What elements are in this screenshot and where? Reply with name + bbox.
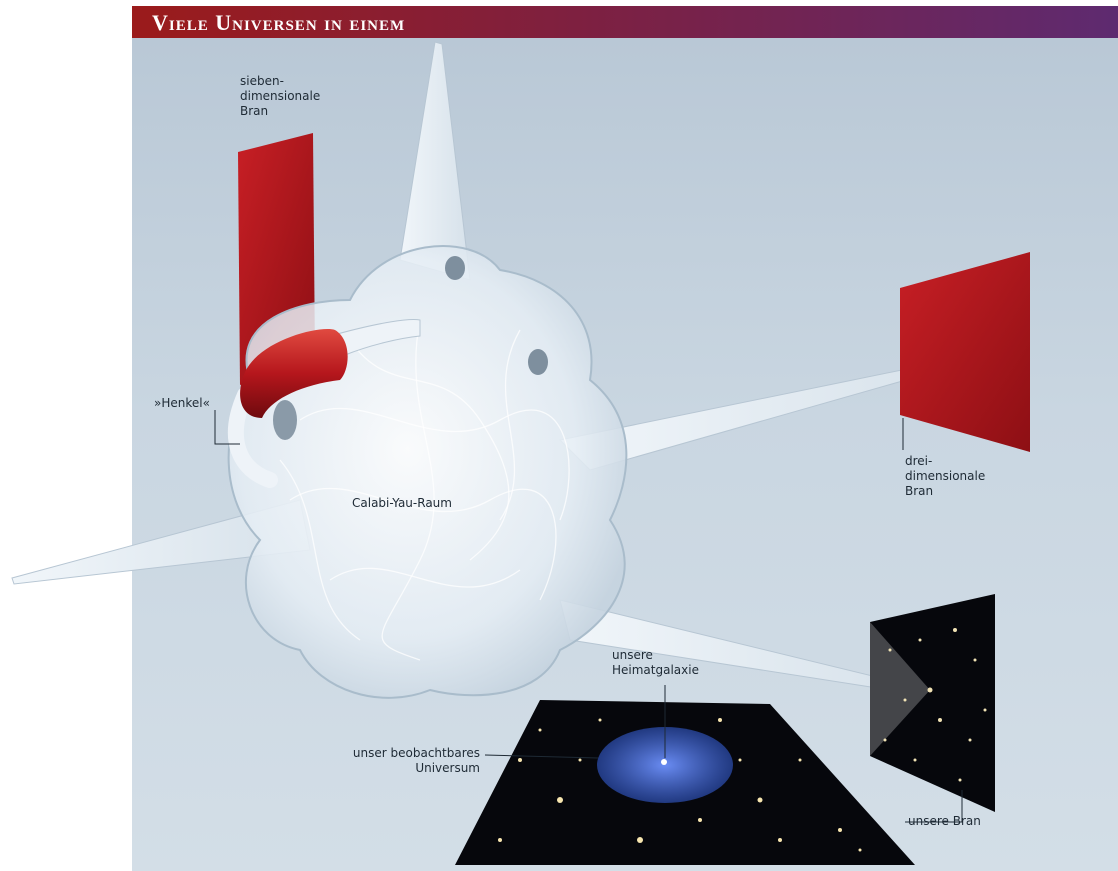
label-our-brane: unsere Bran	[908, 814, 981, 829]
label-seven-dimensional-brane: sieben- dimensionale Bran	[240, 74, 320, 119]
blob-hole-1	[445, 256, 465, 280]
three-dimensional-brane	[900, 252, 1030, 452]
home-galaxy	[661, 759, 667, 765]
label-three-dimensional-brane: drei- dimensionale Bran	[905, 454, 985, 499]
blob-hole-3	[273, 400, 297, 440]
label-observable-universe: unser beobachtbares Universum	[330, 746, 480, 776]
label-calabi-yau: Calabi-Yau-Raum	[352, 496, 452, 511]
blob-hole-2	[528, 349, 548, 375]
label-home-galaxy: unsere Heimatgalaxie	[612, 648, 699, 678]
spike-top	[400, 42, 470, 280]
label-henkel: »Henkel«	[154, 396, 210, 411]
